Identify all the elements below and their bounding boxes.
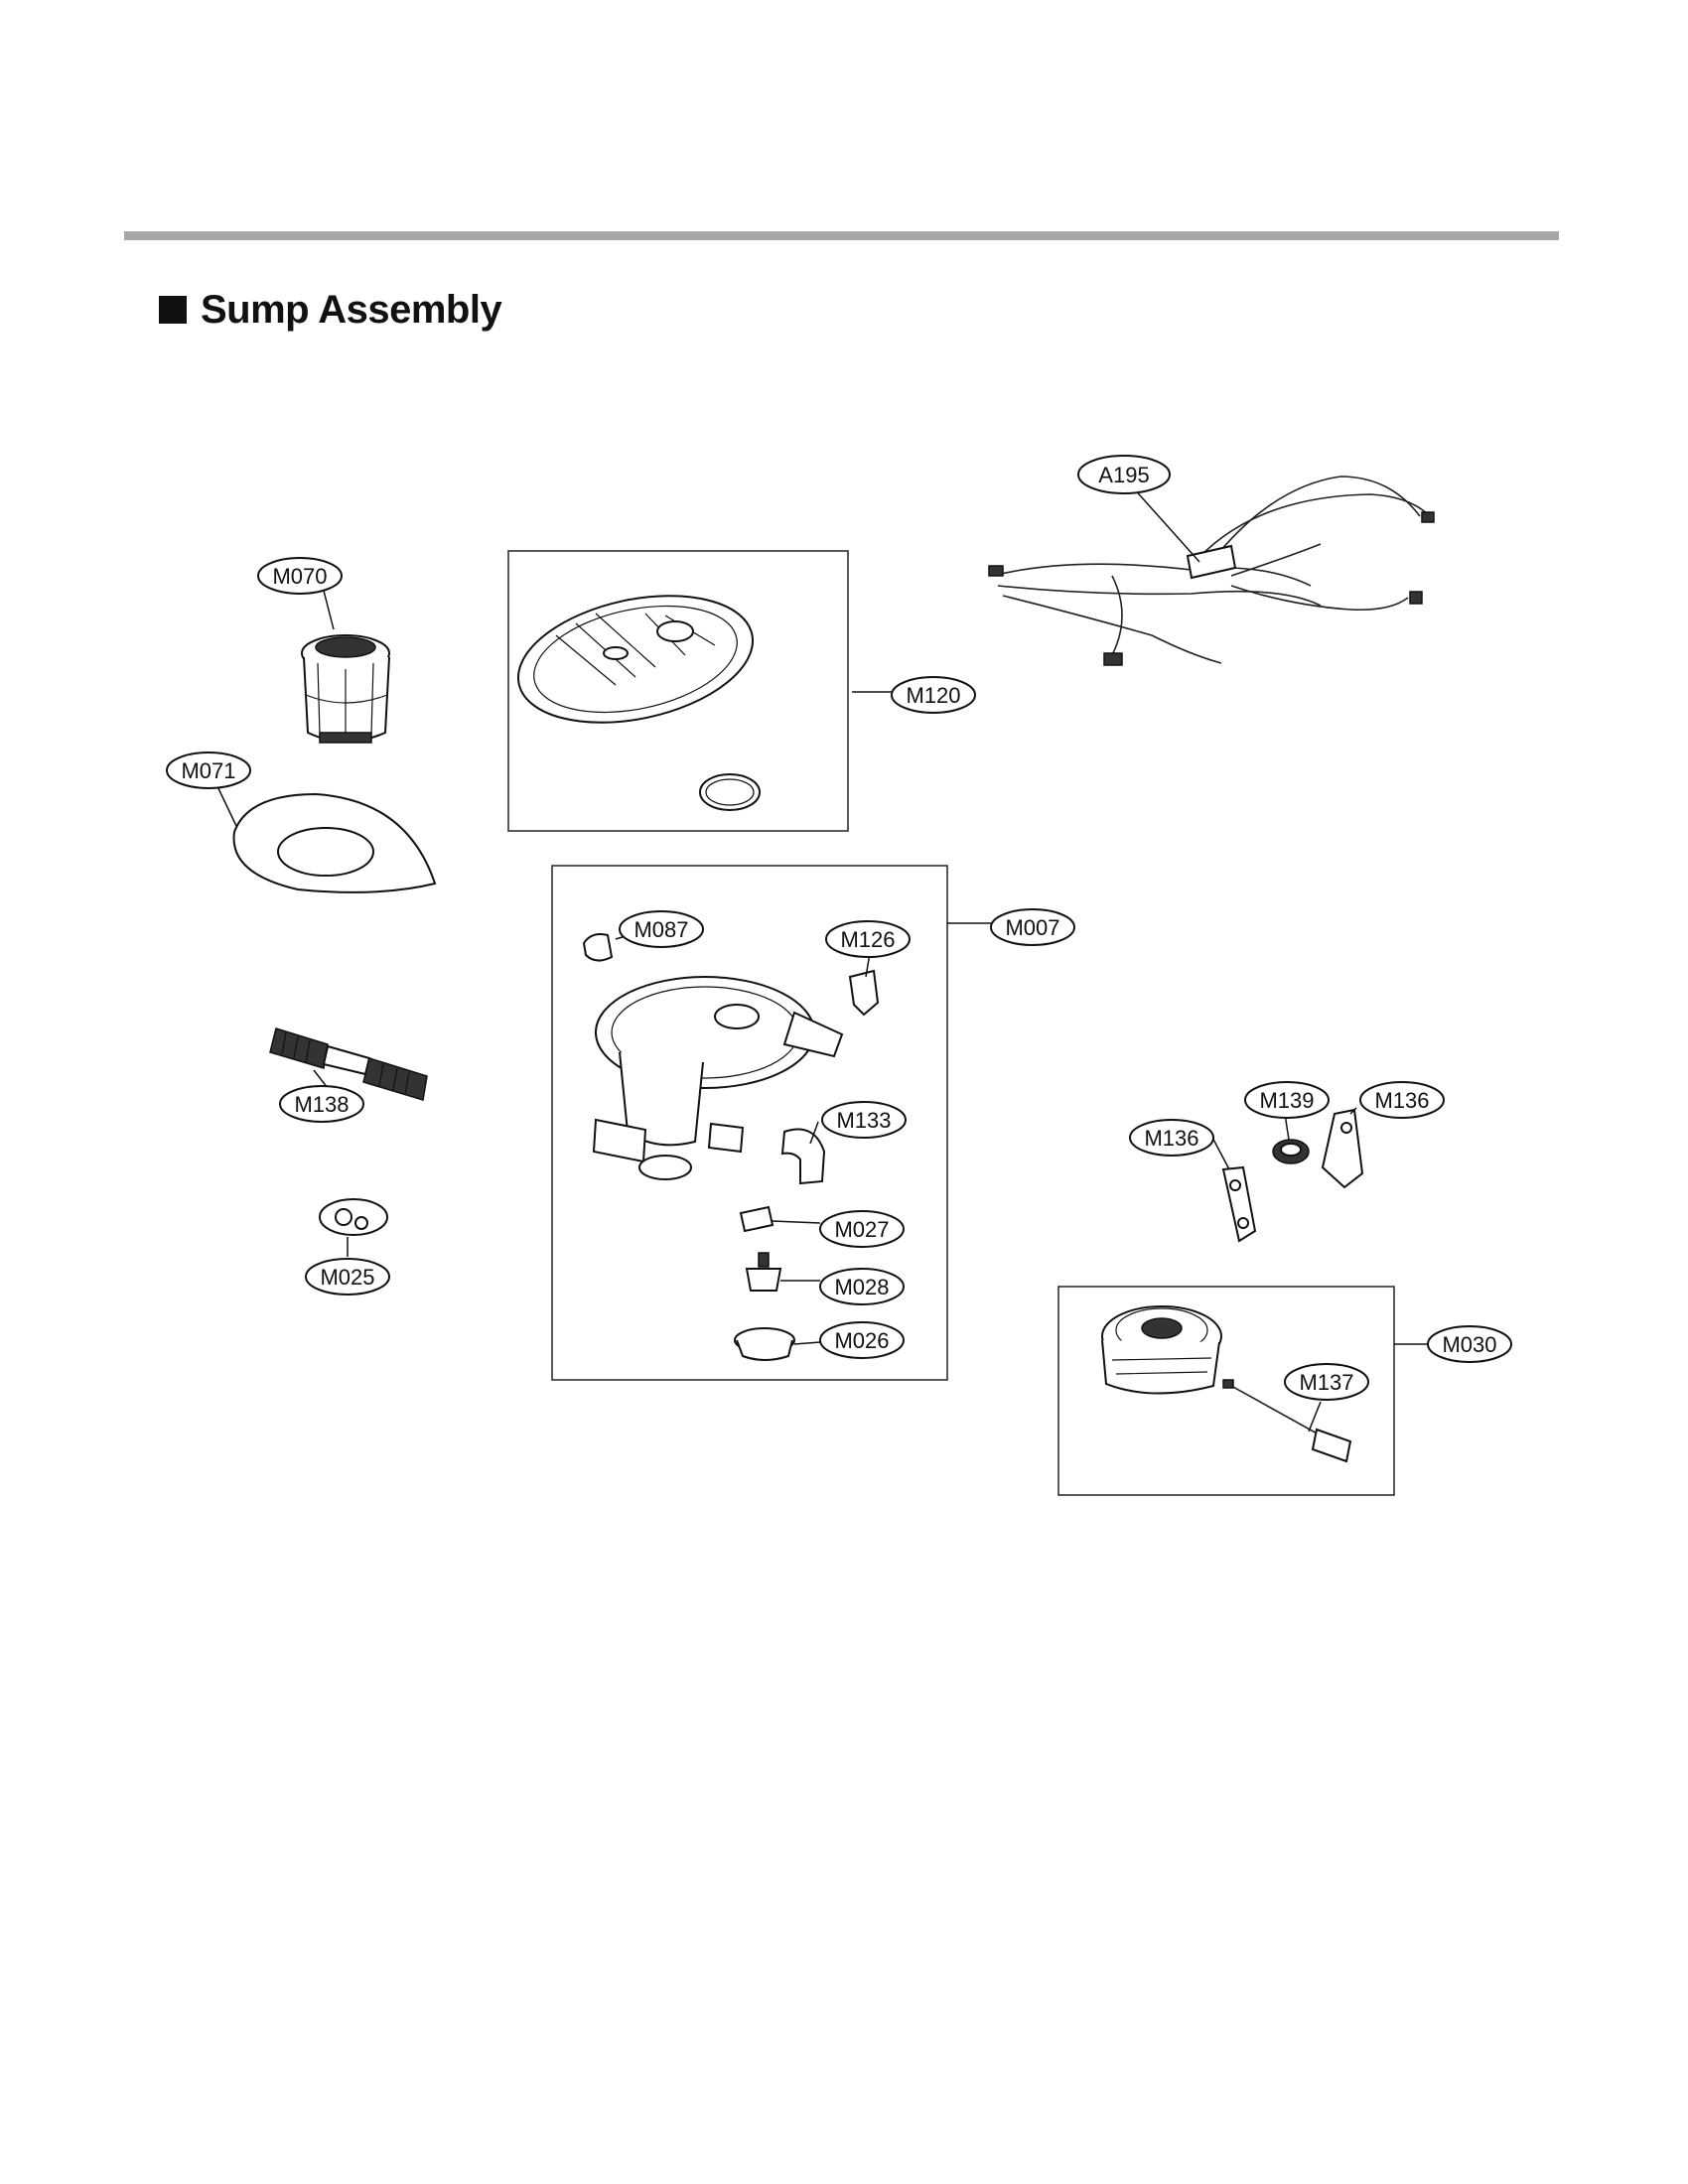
callout-label-M136-left: M136 [1144, 1126, 1198, 1151]
callout-M133: M133 [821, 1101, 907, 1139]
part-M028 [745, 1252, 782, 1292]
callout-M070: M070 [257, 557, 343, 595]
callout-label-M025: M025 [320, 1265, 374, 1290]
part-M136-right-bracket [1321, 1108, 1364, 1189]
callout-label-M138: M138 [294, 1092, 349, 1117]
callout-label-M139: M139 [1259, 1088, 1314, 1113]
part-M137-sensor [1222, 1379, 1352, 1463]
callout-label-M137: M137 [1299, 1370, 1353, 1395]
callout-label-M071: M071 [181, 758, 235, 783]
callout-M126: M126 [825, 920, 911, 958]
part-M007-sump-housing [592, 976, 844, 1180]
callout-M087: M087 [619, 910, 704, 948]
callout-M137: M137 [1284, 1363, 1369, 1401]
callout-label-M030: M030 [1442, 1332, 1496, 1357]
part-M026 [734, 1327, 795, 1361]
callout-label-M007: M007 [1005, 915, 1059, 940]
callout-M071: M071 [166, 751, 251, 789]
part-M120-filter-plate [516, 595, 761, 811]
callout-M026: M026 [819, 1321, 905, 1359]
callout-label-M027: M027 [834, 1217, 889, 1242]
part-M070-strainer [301, 634, 390, 744]
callout-label-M028: M028 [834, 1275, 889, 1299]
callout-label-M026: M026 [834, 1328, 889, 1353]
part-M030-heater [1101, 1305, 1222, 1395]
section-title: Sump Assembly [201, 287, 502, 332]
callout-label-M120: M120 [906, 683, 960, 708]
frame-M007 [551, 865, 948, 1381]
callout-M027: M027 [819, 1210, 905, 1248]
callout-M136-right: M136 [1359, 1081, 1445, 1119]
callout-M028: M028 [819, 1268, 905, 1305]
callout-label-M136-right: M136 [1374, 1088, 1429, 1113]
part-M027 [739, 1205, 774, 1233]
callout-M025: M025 [305, 1258, 390, 1296]
part-M133-elbow [780, 1128, 826, 1185]
callout-label-M126: M126 [840, 927, 895, 952]
callout-M138: M138 [279, 1085, 364, 1123]
callout-label-M087: M087 [633, 917, 688, 942]
part-M126-clip [848, 969, 880, 1017]
callout-label-M070: M070 [272, 564, 327, 589]
callout-M136-left: M136 [1129, 1119, 1214, 1157]
callout-M007: M007 [990, 908, 1075, 946]
part-M025-disc [319, 1198, 388, 1236]
callout-M030: M030 [1427, 1325, 1512, 1363]
part-M139-cap [1272, 1139, 1310, 1164]
frame-M030 [1057, 1286, 1395, 1496]
part-A195-harness [988, 476, 1435, 666]
part-M087 [582, 933, 614, 962]
heading-square-icon [159, 296, 187, 324]
callout-A195: A195 [1077, 455, 1171, 494]
callout-label-A195: A195 [1098, 463, 1149, 487]
callout-label-M133: M133 [836, 1108, 891, 1133]
part-M138-tube [269, 1027, 428, 1101]
section-heading: Sump Assembly [159, 282, 502, 338]
part-M136-left-bracket [1221, 1165, 1257, 1243]
part-M071-gasket [232, 792, 437, 893]
callout-M120: M120 [891, 676, 976, 714]
frame-M120 [507, 550, 849, 832]
top-rule [124, 231, 1559, 240]
callout-M139: M139 [1244, 1081, 1330, 1119]
